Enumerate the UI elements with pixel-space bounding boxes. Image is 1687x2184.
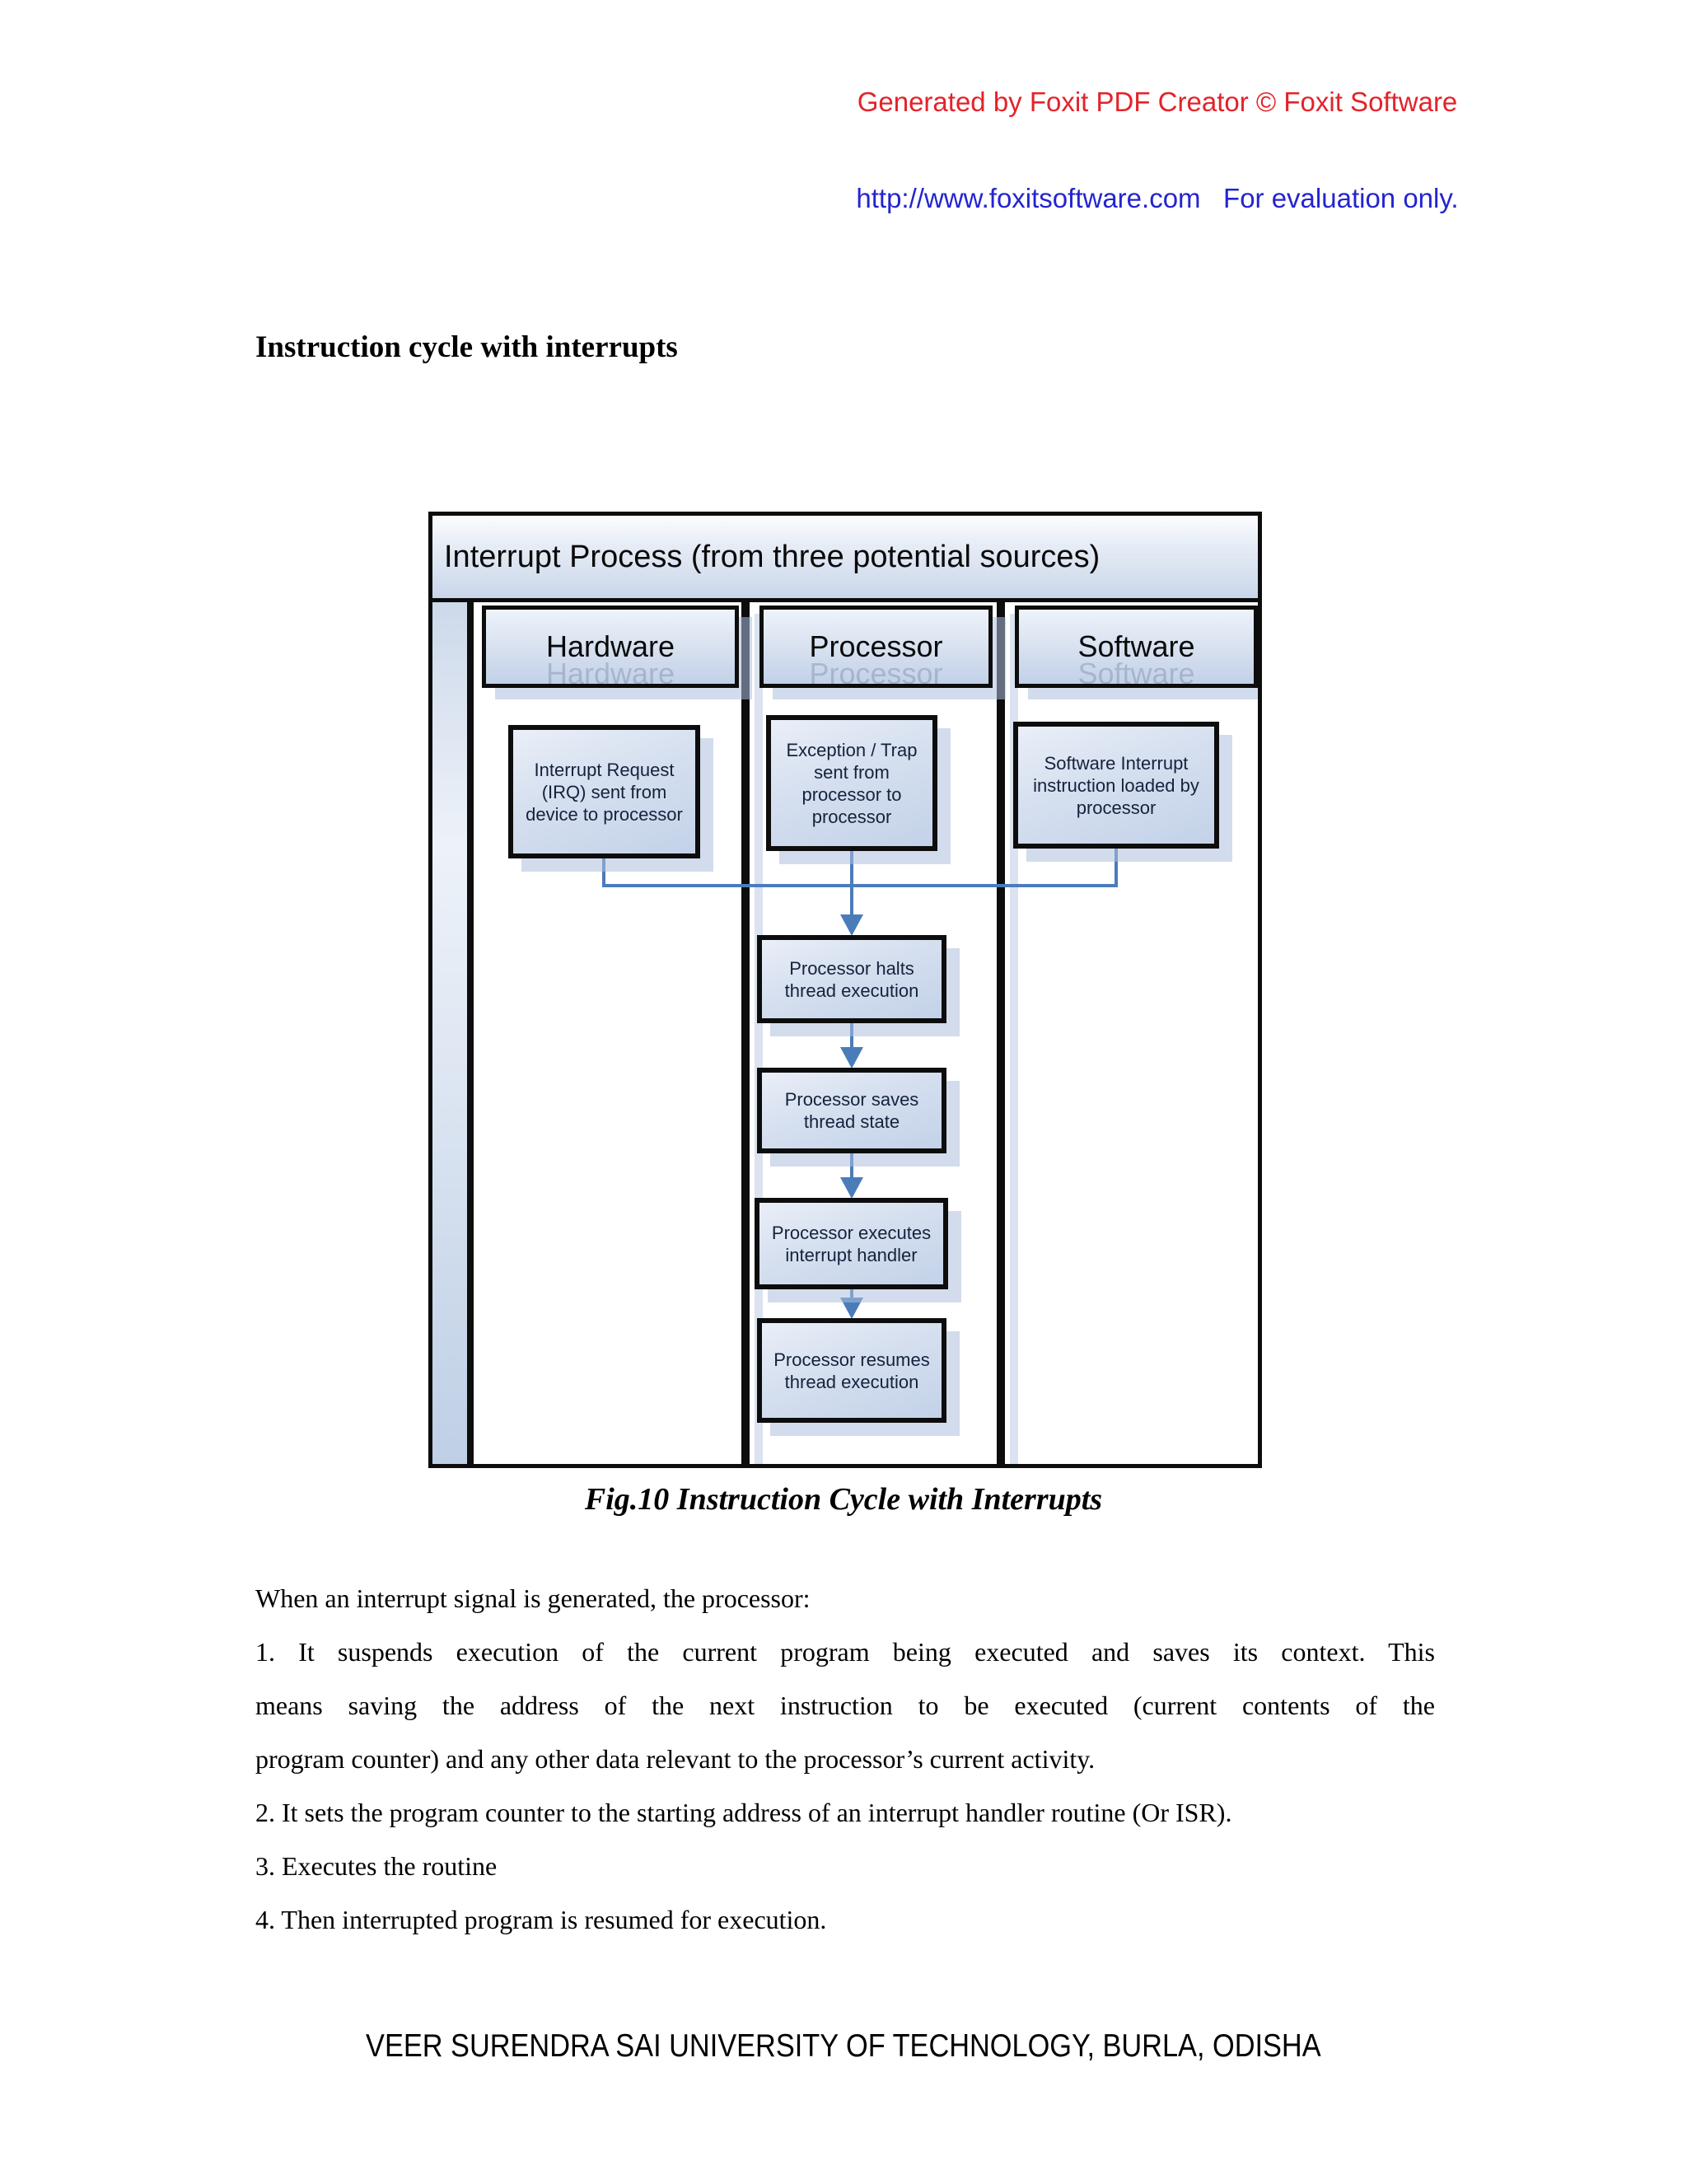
page-footer: VEER SURENDRA SAI UNIVERSITY OF TECHNOLO… <box>0 2028 1687 2065</box>
body-line: 3. Executes the routine <box>255 1851 498 1881</box>
arrow-down-icon <box>840 1177 863 1199</box>
column-header-software: Software Software <box>1015 606 1258 688</box>
column-header-label: Processor <box>809 629 943 663</box>
university-name: VEER SURENDRA SAI UNIVERSITY OF TECHNOLO… <box>366 2028 1321 2064</box>
column-header-processor: Processor Processor <box>759 606 993 688</box>
flow-box-saves-state: Processor saves thread state <box>757 1068 946 1153</box>
column-divider-1 <box>741 602 750 1464</box>
arrow-down-icon <box>840 914 863 936</box>
diagram-title: Interrupt Process (from three potential … <box>432 516 1258 602</box>
watermark-line-2: http://www.foxitsoftware.com For evaluat… <box>856 183 1459 213</box>
source-box-software: Software Interrupt instruction loaded by… <box>1013 722 1219 849</box>
source-box-hardware: Interrupt Request (IRQ) sent from device… <box>508 725 700 858</box>
column-header-label: Hardware <box>545 629 675 663</box>
flow-box-halts-execution: Processor halts thread execution <box>757 935 946 1023</box>
foxit-watermark: Generated by Foxit PDF Creator © Foxit S… <box>824 21 1491 278</box>
flow-box-executes-handler: Processor executes interrupt handler <box>755 1198 948 1289</box>
column-header-hardware-reflection: Hardware <box>545 657 675 688</box>
body-line: 1. It suspends execution of the current … <box>255 1637 1435 1667</box>
column-header-label: Software <box>1077 629 1195 663</box>
column-divider-2 <box>997 602 1005 1464</box>
interrupt-process-diagram: Interrupt Process (from three potential … <box>428 512 1262 1468</box>
figure-caption: Fig.10 Instruction Cycle with Interrupts <box>584 1482 1103 1517</box>
body-line: program counter) and any other data rele… <box>255 1744 1096 1774</box>
connector-line <box>602 858 605 887</box>
body-text: When an interrupt signal is generated, t… <box>255 1572 1435 1947</box>
column-header-software-reflection: Software <box>1077 657 1195 688</box>
body-line: 4. Then interrupted program is resumed f… <box>255 1905 827 1934</box>
body-line: 2. It sets the program counter to the st… <box>255 1798 1232 1827</box>
left-accent-strip <box>432 602 474 1464</box>
connector-line <box>850 1023 853 1050</box>
arrow-down-icon <box>840 1047 863 1069</box>
body-line: When an interrupt signal is generated, t… <box>255 1583 811 1613</box>
connector-line <box>1115 849 1118 887</box>
column-header-processor-reflection: Processor <box>809 657 943 688</box>
connector-line <box>602 884 1118 887</box>
connector-line <box>850 851 853 915</box>
diagram-body: Hardware Hardware Processor Processor So… <box>432 602 1258 1464</box>
section-heading: Instruction cycle with interrupts <box>255 330 678 364</box>
connector-line <box>850 1153 853 1180</box>
body-line: means saving the address of the next ins… <box>255 1691 1435 1720</box>
watermark-line-1: Generated by Foxit PDF Creator © Foxit S… <box>857 87 1458 117</box>
column-header-hardware: Hardware Hardware <box>482 606 739 688</box>
flow-box-resumes-execution: Processor resumes thread execution <box>757 1318 946 1423</box>
arrow-down-icon <box>840 1298 863 1319</box>
source-box-processor: Exception / Trap sent from processor to … <box>766 715 937 851</box>
connector-line <box>850 1289 853 1301</box>
